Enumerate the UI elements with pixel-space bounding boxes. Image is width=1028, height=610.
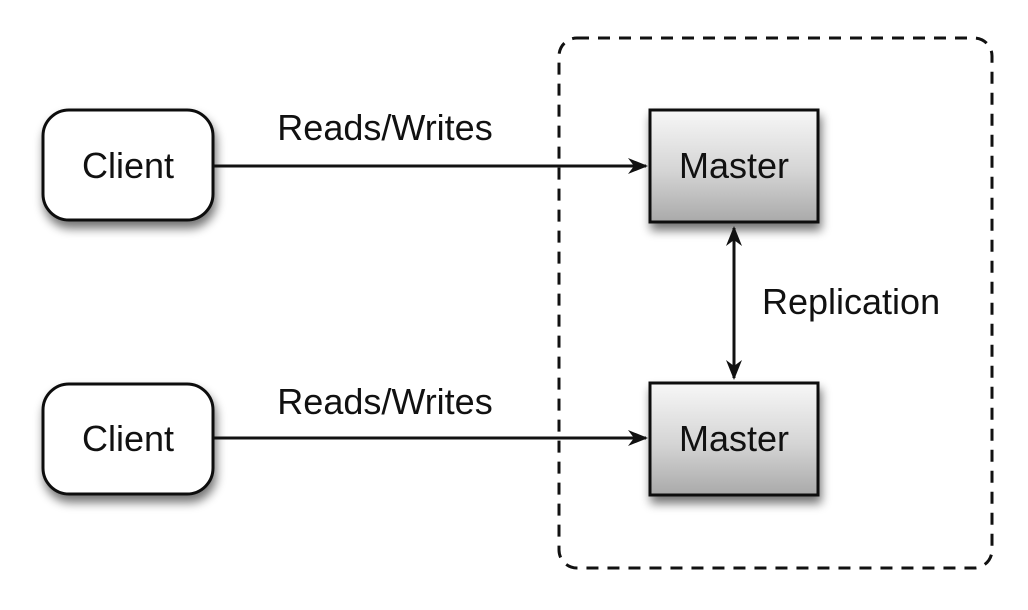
master-node-bottom-label: Master — [679, 418, 789, 459]
master-cluster-boundary — [557, 36, 994, 570]
client-node-top — [41, 108, 215, 222]
reads-writes-label-top: Reads/Writes — [277, 107, 492, 148]
client-node-top-label: Client — [82, 145, 174, 186]
client-node-bottom-label: Client — [82, 418, 174, 459]
client-node-bottom — [41, 382, 215, 496]
replication-label: Replication — [762, 281, 940, 322]
reads-writes-label-bottom: Reads/Writes — [277, 381, 492, 422]
master-node-top — [648, 108, 820, 224]
master-node-bottom — [648, 381, 820, 497]
master-node-top-label: Master — [679, 145, 789, 186]
